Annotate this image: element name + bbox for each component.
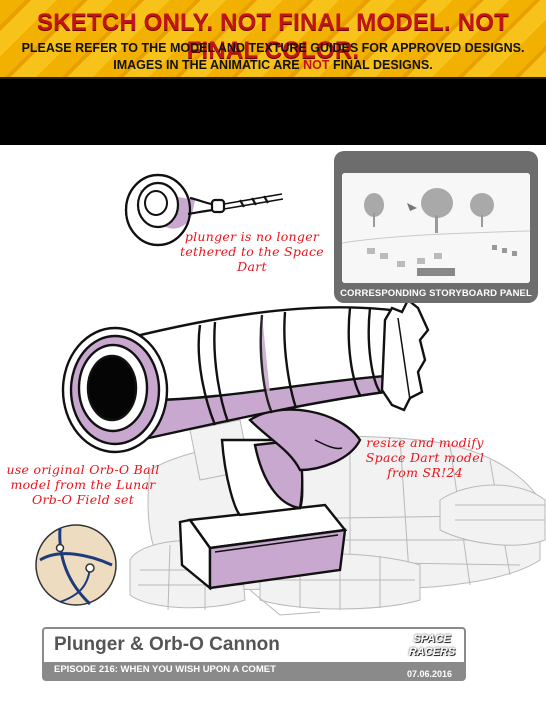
note-space-dart: resize and modify Space Dart model from …: [350, 435, 500, 480]
note-plunger: plunger is no longer tethered to the Spa…: [172, 229, 332, 274]
note-dart-line-1: resize and modify: [366, 435, 484, 450]
episode-strip: EPISODE 216: WHEN YOU WISH UPON A COMET: [44, 662, 464, 679]
banner-subline-2: IMAGES IN THE ANIMATIC ARE NOT FINAL DES…: [0, 58, 546, 72]
logo-line-2: RACERS: [408, 646, 456, 658]
note-orb-line-3: Orb-O Field set: [31, 492, 135, 507]
banner-line3-red: NOT: [303, 58, 330, 72]
space-racers-logo: SPACE RACERS: [405, 629, 459, 663]
plunger-sketch: [124, 173, 284, 247]
episode-label: EPISODE 216: WHEN YOU WISH UPON A COMET: [54, 664, 276, 675]
storyboard-caption: CORRESPONDING STORYBOARD PANEL: [340, 288, 532, 299]
storyboard-frame: [342, 173, 530, 283]
note-plunger-line-2: tethered to the Space: [180, 244, 324, 259]
note-plunger-line-3: Dart: [237, 259, 267, 274]
storyboard-thumbnail: [342, 173, 530, 283]
logo-line-1: SPACE: [413, 633, 451, 645]
title-block: Plunger & Orb-O Cannon EPISODE 216: WHEN…: [42, 627, 466, 681]
banner-line3-post: FINAL DESIGNS.: [329, 58, 433, 72]
note-dart-line-2: Space Dart model: [365, 450, 485, 465]
note-dart-line-3: from SR!24: [387, 465, 463, 480]
note-orb-line-2: model from the Lunar: [10, 477, 156, 492]
banner-headline: SKETCH ONLY. NOT FINAL MODEL. NOT FINAL …: [37, 9, 509, 64]
banner-line3-pre: IMAGES IN THE ANIMATIC ARE: [113, 58, 304, 72]
note-orb-line-1: use original Orb-O Ball: [6, 462, 160, 477]
orb-o-ball-reference: [35, 524, 117, 606]
page-title: Plunger & Orb-O Cannon: [54, 634, 280, 655]
storyboard-panel: CORRESPONDING STORYBOARD PANEL: [334, 151, 538, 303]
orb-o-cannon-sketch: [61, 298, 430, 591]
date-label: 07.06.2016: [407, 669, 453, 679]
banner-subline: PLEASE REFER TO THE MODEL AND TEXTURE GU…: [21, 41, 525, 55]
warning-banner: SKETCH ONLY. NOT FINAL MODEL. NOT FINAL …: [0, 0, 546, 79]
note-orb-o-ball: use original Orb-O Ball model from the L…: [4, 462, 162, 507]
black-band: [0, 79, 546, 145]
note-plunger-line-1: plunger is no longer: [184, 229, 320, 244]
